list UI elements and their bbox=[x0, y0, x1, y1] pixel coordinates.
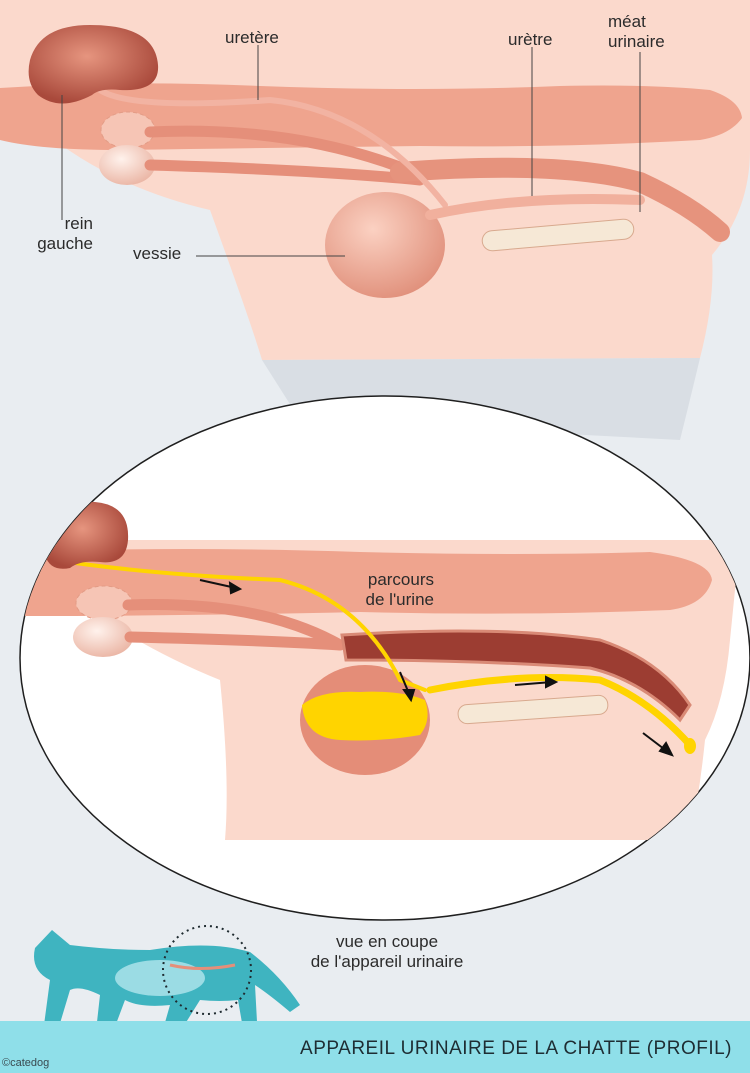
left-kidney-zoom bbox=[45, 501, 129, 569]
uterus-section-zoom bbox=[340, 629, 692, 723]
urine-path-ureter bbox=[66, 560, 427, 692]
pubic-bone-top bbox=[481, 218, 635, 252]
pubic-bone-zoom bbox=[457, 694, 609, 725]
flow-arrows bbox=[199, 579, 674, 757]
label-ureter: uretère bbox=[225, 28, 279, 47]
label-meatus: méat urinaire bbox=[608, 12, 665, 51]
ovary-zoom bbox=[73, 617, 133, 657]
label-bladder: vessie bbox=[133, 244, 182, 263]
footer-bar bbox=[0, 1021, 750, 1073]
uterine-horn-upper-top bbox=[144, 125, 426, 181]
cat-zoom-circle bbox=[162, 925, 252, 1015]
label-left-kidney: rein gauche bbox=[37, 214, 93, 253]
leader-lines-top bbox=[61, 45, 641, 257]
urine-path-urethra bbox=[426, 674, 694, 749]
copyright-notice: ©catedog bbox=[2, 1057, 50, 1069]
cat-urinary-tract bbox=[169, 963, 236, 970]
bladder-top bbox=[325, 192, 445, 298]
label-urethra: urètre bbox=[508, 30, 553, 49]
page-title: APPAREIL URINAIRE DE LA CHATTE (PROFIL) bbox=[300, 1038, 732, 1059]
caption-cross-section: vue en coupe de l'appareil urinaire bbox=[310, 932, 464, 971]
dorsal-muscle-zoom bbox=[20, 549, 712, 616]
ureter-top bbox=[97, 87, 448, 208]
uterine-horn-lower-zoom bbox=[124, 631, 346, 651]
left-kidney-top bbox=[28, 25, 159, 104]
cat-organs bbox=[115, 960, 205, 996]
bladder-neck-top bbox=[425, 194, 645, 220]
cat-silhouette bbox=[34, 925, 300, 1040]
top-anatomy bbox=[0, 0, 750, 360]
urine-in-bladder bbox=[302, 691, 428, 741]
urine-drop bbox=[684, 738, 696, 754]
label-urine-path: parcours de l'urine bbox=[365, 570, 434, 609]
uterine-horn-upper-zoom bbox=[122, 599, 346, 651]
zoom-view bbox=[19, 358, 750, 921]
ovary-top bbox=[99, 145, 155, 185]
uterine-body-top bbox=[390, 157, 730, 242]
